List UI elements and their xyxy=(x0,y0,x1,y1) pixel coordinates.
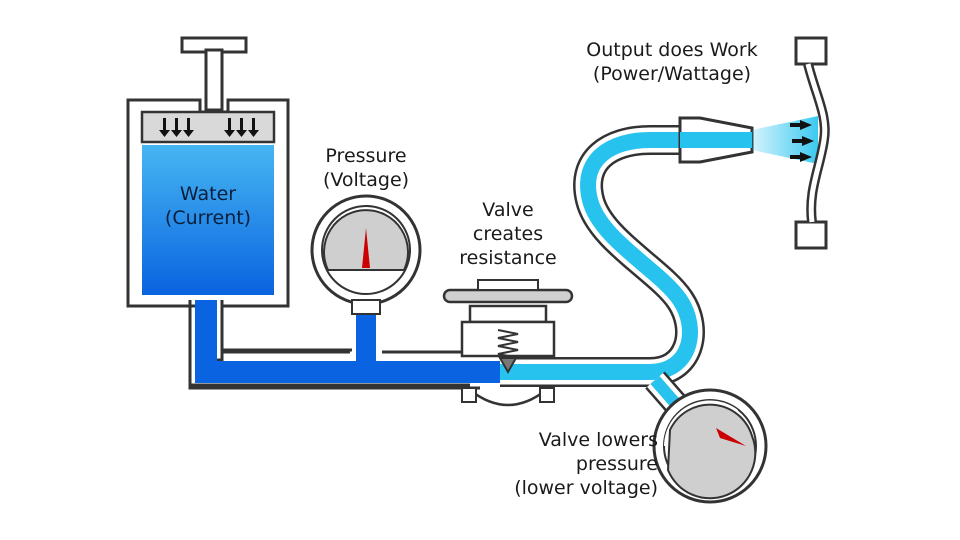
low-pressure-flow xyxy=(500,132,700,380)
valve-body xyxy=(469,389,547,407)
water-label: Water (Current) xyxy=(164,183,252,229)
piston-rod xyxy=(204,48,224,112)
valve xyxy=(442,279,574,407)
valve-screw xyxy=(497,329,519,359)
output-label: Output does Work (Power/Wattage) xyxy=(586,39,758,85)
pressure-gauge-low xyxy=(652,388,768,504)
tank-water xyxy=(142,145,274,295)
work-paddle xyxy=(794,36,830,250)
gauge-riser xyxy=(356,300,376,364)
pressure-gauge-high xyxy=(310,194,422,315)
output-nozzle xyxy=(678,116,818,164)
water-tank xyxy=(126,36,290,362)
valve-wheel xyxy=(442,288,574,304)
valve-label: Valve creates resistance xyxy=(459,199,557,269)
gauge-needle-high xyxy=(362,228,370,268)
lower-pressure-label: Valve lowers pressure (lower voltage) xyxy=(514,429,658,499)
gauge-needle-low xyxy=(716,428,746,446)
pressure-label: Pressure (Voltage) xyxy=(322,145,410,191)
jet-arrows xyxy=(790,120,814,162)
down-arrows xyxy=(159,118,259,137)
